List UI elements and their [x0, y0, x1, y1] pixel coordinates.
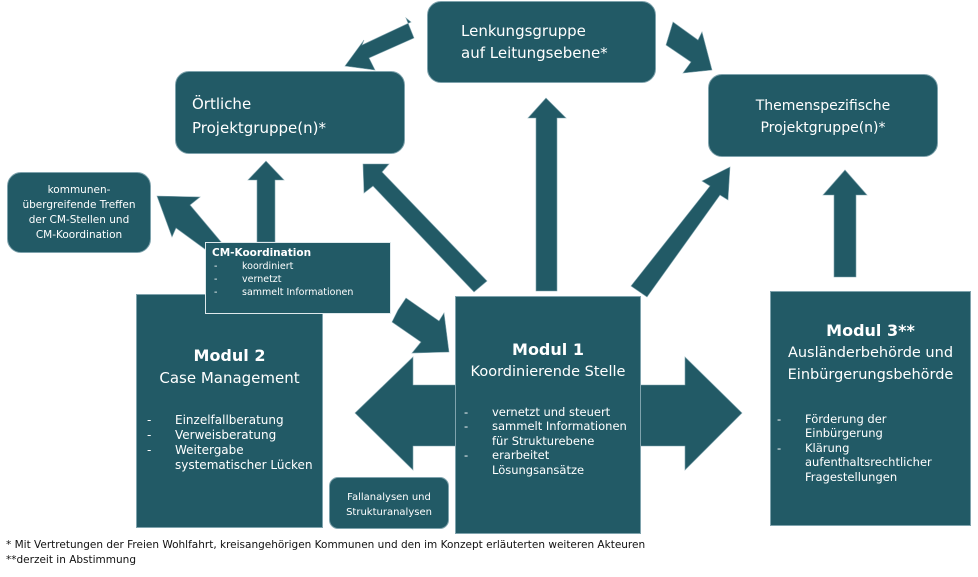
cm-koordination-list: koordiniert vernetzt sammelt Information… [212, 260, 390, 299]
themen-line1: Themenspezifische [755, 98, 891, 114]
modul2-title: Modul 2 [193, 346, 266, 365]
lenkungsgruppe-line1: Lenkungsgruppe [461, 22, 586, 40]
fallanalysen-line2: Strukturanalysen [346, 507, 432, 518]
modul2-item: Einzelfallberatung [145, 413, 320, 428]
modul1-list: vernetzt und steuert sammelt Information… [462, 405, 640, 477]
modul3-list: Förderung der Einbürgerung Klärung aufen… [775, 412, 955, 484]
arrow-lenkung-to-oertliche [344, 17, 415, 71]
cm-koordination-title: CM-Koordination [212, 247, 312, 259]
arrow-cm-to-modul1 [391, 297, 450, 354]
modul1-item: sammelt Informationen für Strukturebene [462, 419, 640, 448]
arrow-modul1-to-oertliche [362, 163, 488, 293]
node-cm-koordination: CM-Koordination koordiniert vernetzt sam… [205, 242, 391, 314]
footnote-2: **derzeit in Abstimmung [6, 554, 136, 566]
modul3-subtitle-line2: Einbürgerungsbehörde [787, 367, 954, 383]
node-lenkungsgruppe: Lenkungsgruppe auf Leitungsebene* [427, 1, 656, 83]
node-modul-3: Modul 3** Ausländerbehörde und Einbürger… [770, 291, 971, 526]
modul2-item: Verweisberatung [145, 428, 320, 443]
modul1-subtitle: Koordinierende Stelle [470, 364, 626, 380]
arrow-modul1-to-themen [630, 166, 731, 298]
node-modul-2: Modul 2 Case Management Einzelfallberatu… [136, 294, 323, 528]
modul3-item: Förderung der Einbürgerung [775, 412, 955, 441]
oertliche-line1: Örtliche [192, 95, 252, 113]
modul1-item: vernetzt und steuert [462, 405, 640, 420]
modul2-item: Weitergabe systematischer Lücken [145, 443, 320, 473]
kommunen-line2: übergreifende Treffen [22, 199, 136, 211]
modul1-item: erarbeitet Lösungsansätze [462, 448, 640, 477]
kommunen-line4: CM-Koordination [35, 229, 123, 241]
arrow-modul3-to-themen [822, 169, 868, 278]
kommunen-line3: der CM-Stellen und [28, 214, 130, 226]
node-oertliche-projektgruppe: Örtliche Projektgruppe(n)* [175, 71, 405, 154]
lenkungsgruppe-line2: auf Leitungsebene* [461, 44, 608, 62]
modul2-subtitle: Case Management [159, 369, 300, 387]
oertliche-line2: Projektgruppe(n)* [192, 119, 326, 137]
modul2-list: Einzelfallberatung Verweisberatung Weite… [145, 413, 320, 473]
cm-koordination-item: koordiniert [212, 260, 390, 273]
node-modul-1: Modul 1 Koordinierende Stelle vernetzt u… [455, 296, 641, 534]
arrow-cm-to-oertliche [247, 160, 285, 243]
arrow-modul1-to-lenkung [527, 97, 567, 292]
cm-koordination-item: vernetzt [212, 273, 390, 286]
modul3-subtitle-line1: Ausländerbehörde und [787, 345, 954, 361]
node-kommunen-treffen: kommunen- übergreifende Treffen der CM-S… [7, 172, 151, 253]
arrow-lenkung-to-themen [665, 21, 713, 74]
footnote-1: * Mit Vertretungen der Freien Wohlfahrt,… [6, 539, 646, 551]
kommunen-line1: kommunen- [47, 184, 111, 196]
themen-line2: Projektgruppe(n)* [760, 120, 886, 136]
modul1-title: Modul 1 [512, 340, 584, 359]
modul3-item: Klärung aufenthaltsrechtlicher Fragestel… [775, 441, 955, 484]
node-fallanalysen: Fallanalysen und Strukturanalysen [329, 477, 449, 529]
fallanalysen-line1: Fallanalysen und [347, 492, 431, 503]
node-themenspezifische-projektgruppe: Themenspezifische Projektgruppe(n)* [708, 74, 938, 157]
modul3-title: Modul 3** [826, 321, 915, 340]
cm-koordination-item: sammelt Informationen [212, 286, 390, 299]
